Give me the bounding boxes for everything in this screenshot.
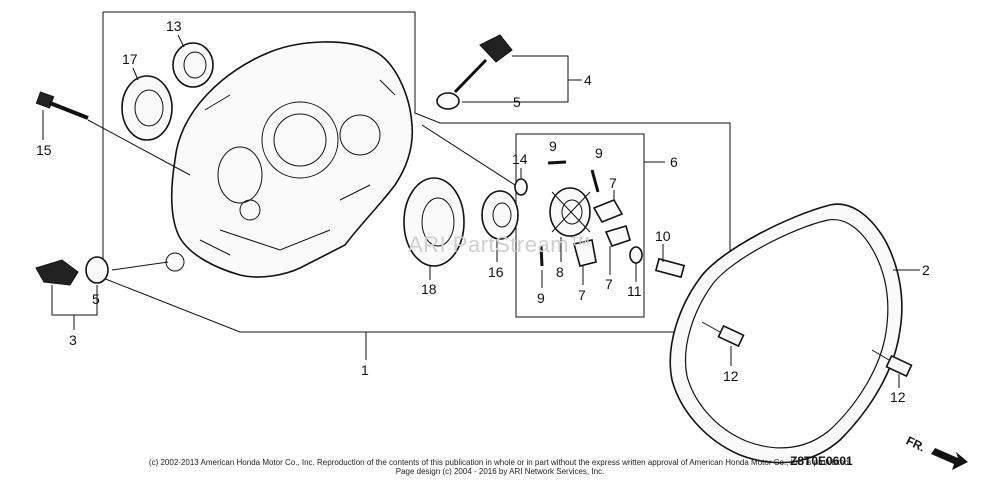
oil-seal-13[interactable] xyxy=(172,42,214,88)
copyright-notice: (c) 2002-2013 American Honda Motor Co., … xyxy=(148,458,852,467)
leader-15-to-case xyxy=(87,119,191,176)
leader-4 xyxy=(462,55,569,103)
crankcase-cover[interactable] xyxy=(165,41,414,278)
dowel-pin-12b[interactable] xyxy=(885,354,913,378)
callout-8[interactable]: 8 xyxy=(556,264,564,280)
callout-15[interactable]: 15 xyxy=(36,142,52,158)
drain-plug-3[interactable] xyxy=(35,259,79,286)
callout-1[interactable]: 1 xyxy=(361,362,369,378)
case-cover-gasket-2[interactable] xyxy=(669,203,903,464)
callout-4[interactable]: 4 xyxy=(584,72,592,88)
page-design-notice: Page design (c) 2004 - 2016 by ARI Netwo… xyxy=(395,467,605,476)
assembly-1-outline xyxy=(102,11,731,333)
callout-12a[interactable]: 12 xyxy=(723,368,739,384)
callout-3[interactable]: 3 xyxy=(69,332,77,348)
governor-holder-7c[interactable] xyxy=(573,239,597,267)
callout-16[interactable]: 16 xyxy=(488,264,504,280)
callout-5-upper[interactable]: 5 xyxy=(513,94,521,110)
diagram-code: Z8T0E0601 xyxy=(790,454,853,468)
leader-17 xyxy=(132,67,139,81)
watermark: ARI PartStream™ xyxy=(408,232,592,257)
leader-12b-to-gasket xyxy=(871,349,890,361)
governor-gear-8[interactable] xyxy=(549,187,591,237)
oil-filler-cap-4[interactable] xyxy=(453,34,513,94)
pin-9a[interactable] xyxy=(547,160,567,165)
callout-7b[interactable]: 7 xyxy=(605,276,613,292)
leader-13 xyxy=(177,34,185,48)
callout-14[interactable]: 14 xyxy=(512,151,528,167)
governor-shaft-10[interactable] xyxy=(654,257,686,279)
leader-12a-to-gasket xyxy=(701,321,721,333)
callout-6[interactable]: 6 xyxy=(670,154,678,170)
washer-14[interactable] xyxy=(514,178,528,196)
callout-12b[interactable]: 12 xyxy=(890,389,906,405)
callout-11[interactable]: 11 xyxy=(627,283,642,299)
pin-9b[interactable] xyxy=(590,169,600,193)
o-ring-5-lower[interactable] xyxy=(85,256,109,284)
callout-5-lower[interactable]: 5 xyxy=(92,291,100,307)
front-direction-arrow-icon xyxy=(931,448,968,470)
callout-10[interactable]: 10 xyxy=(655,228,671,244)
callout-18[interactable]: 18 xyxy=(421,281,437,297)
bearing-18[interactable] xyxy=(403,177,465,267)
o-ring-5-upper[interactable] xyxy=(436,92,460,110)
dowel-pin-12a[interactable] xyxy=(717,324,745,348)
callout-2[interactable]: 2 xyxy=(922,262,930,278)
callout-9b[interactable]: 9 xyxy=(595,145,603,161)
flange-bolt-15[interactable] xyxy=(35,91,89,120)
bearing-16[interactable] xyxy=(481,190,519,240)
governor-weight-7b[interactable] xyxy=(604,225,631,247)
governor-weight-7a[interactable] xyxy=(592,198,624,224)
callout-9a[interactable]: 9 xyxy=(549,138,557,154)
callout-7a[interactable]: 7 xyxy=(609,175,617,191)
pin-9c[interactable] xyxy=(539,245,544,267)
bearing-17[interactable] xyxy=(121,75,173,141)
callout-7c[interactable]: 7 xyxy=(578,287,586,303)
washer-11[interactable] xyxy=(629,246,643,264)
leader-3 xyxy=(51,285,98,316)
callout-13[interactable]: 13 xyxy=(166,18,182,34)
leader-14-axis xyxy=(421,124,516,186)
callout-17[interactable]: 17 xyxy=(122,51,138,67)
callout-9c[interactable]: 9 xyxy=(537,290,545,306)
leader-3-to-case xyxy=(111,261,169,271)
